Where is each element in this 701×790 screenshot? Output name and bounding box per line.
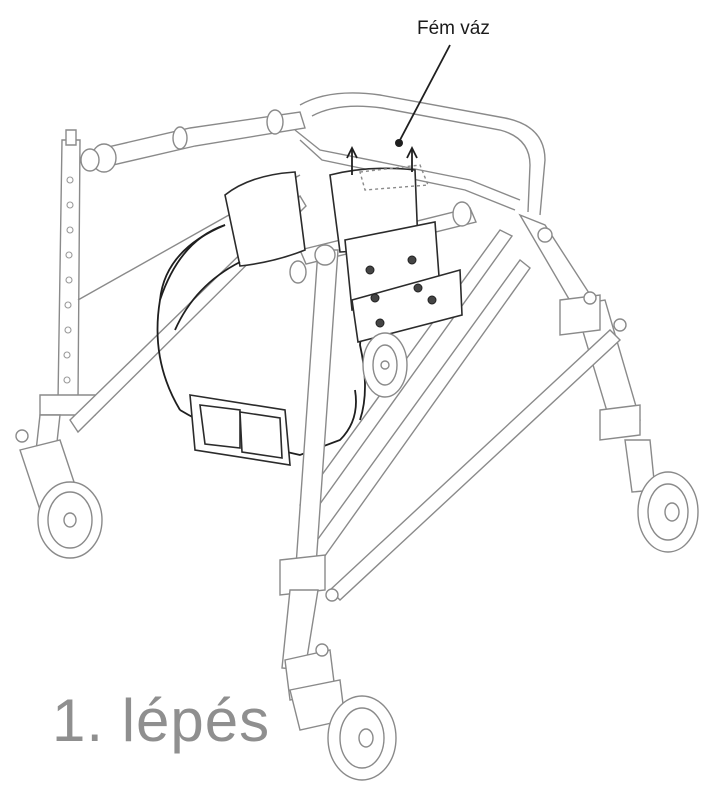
mounting-bracket [344, 145, 463, 343]
front-wheel [289, 679, 397, 781]
step-label: 1. lépés [52, 687, 271, 754]
callout-label-metal-frame: Fém váz [417, 18, 490, 39]
front-leg [279, 244, 339, 701]
cross-braces [289, 201, 622, 601]
callout-dot [395, 139, 403, 147]
right-rear-wheel [624, 439, 699, 553]
handlebar [80, 109, 306, 173]
right-rear-leg [518, 213, 641, 441]
left-rear-wheel [15, 429, 103, 559]
center-caster [362, 332, 408, 398]
rear-frame [294, 92, 546, 216]
callout-leader [395, 44, 451, 147]
